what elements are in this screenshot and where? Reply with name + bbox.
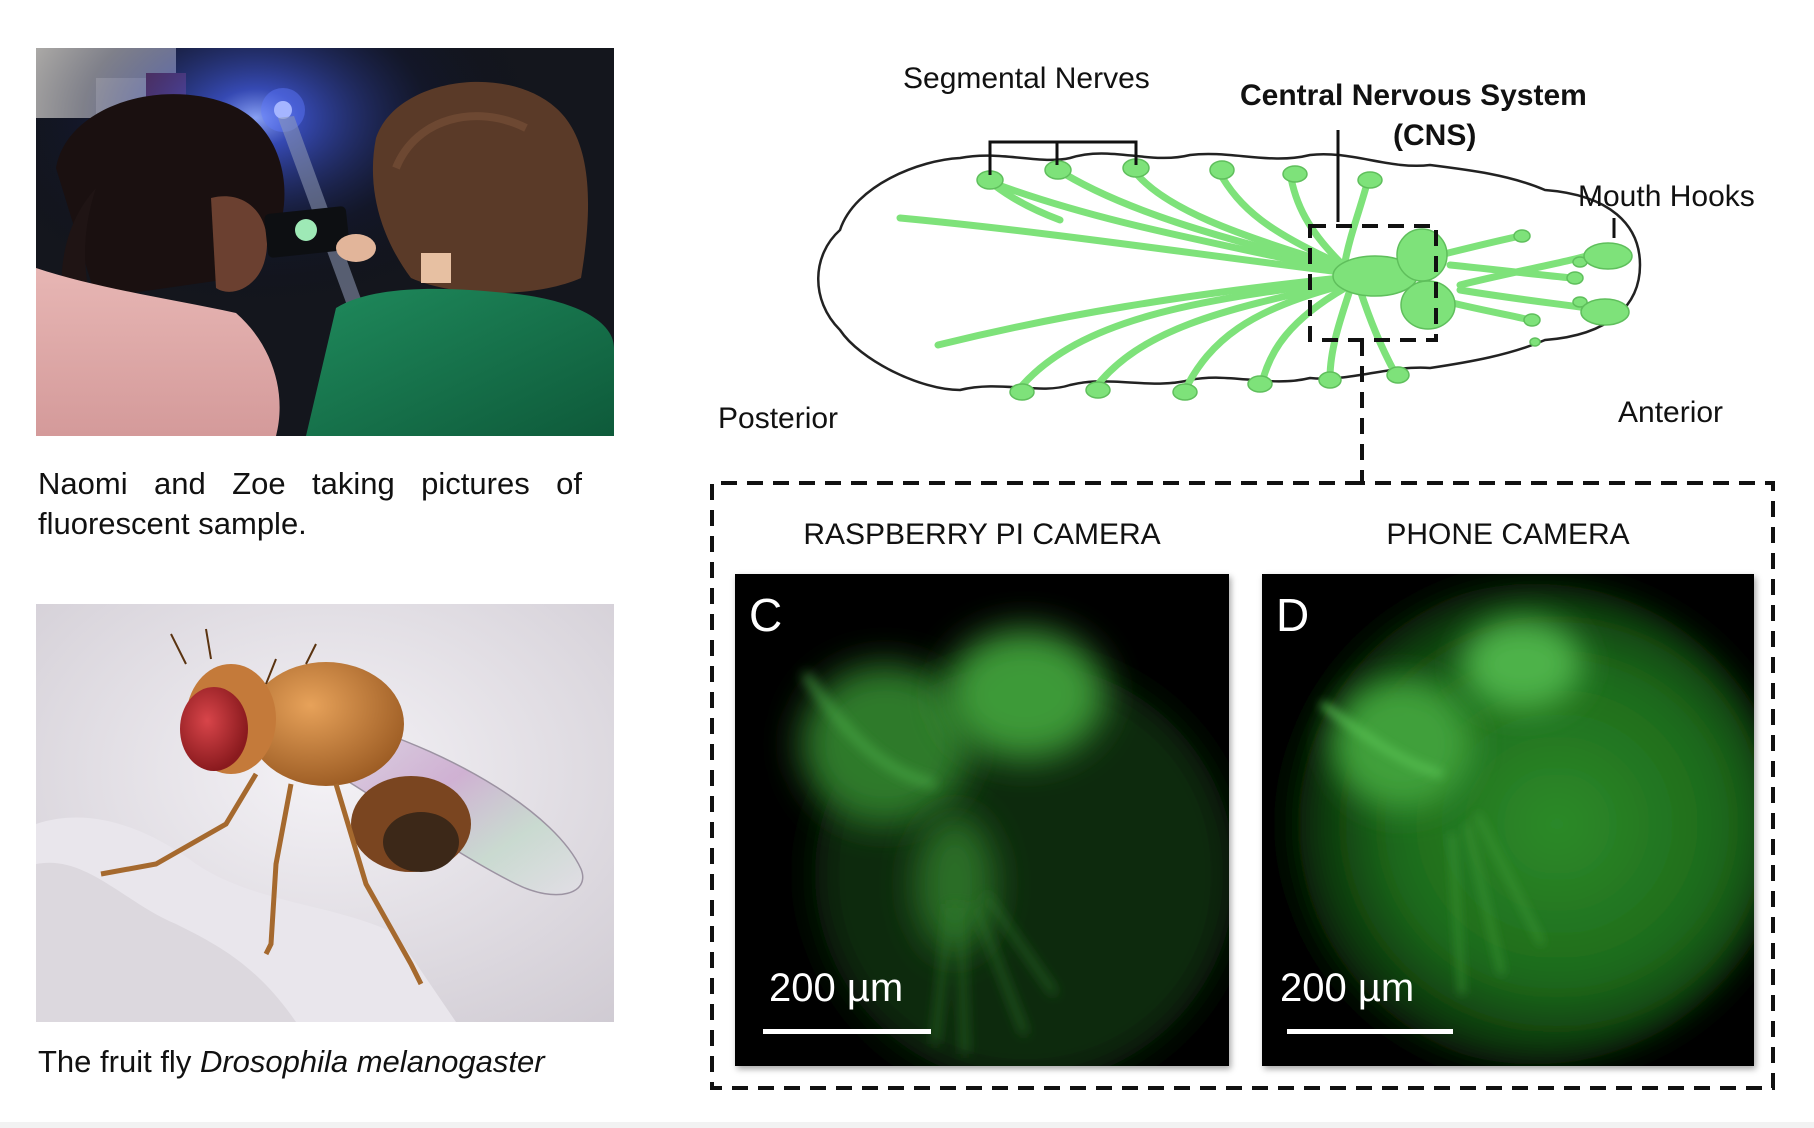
panel-letter-d: D	[1276, 589, 1310, 641]
fly-photo	[36, 604, 614, 1022]
scale-label-d: 200 µm	[1280, 966, 1415, 1010]
phone-camera-title: PHONE CAMERA	[1386, 518, 1630, 551]
posterior-label: Posterior	[718, 402, 839, 435]
lab-photo	[36, 48, 614, 436]
raspberry-pi-camera-title: RASPBERRY PI CAMERA	[803, 518, 1161, 551]
lab-photo-caption: Naomi and Zoe taking pictures of fluores…	[38, 466, 582, 541]
segmental-nerves-label: Segmental Nerves	[903, 62, 1150, 95]
scale-bar-d	[1287, 1029, 1453, 1034]
fly-caption-prefix: The fruit fly	[38, 1044, 200, 1079]
cns-label-line2: (CNS)	[1393, 119, 1477, 152]
fly-caption-species: Drosophila melanogaster	[199, 1044, 545, 1079]
mouth-hooks-label: Mouth Hooks	[1578, 180, 1755, 213]
phone-image-panel: D 200 µm	[1262, 574, 1754, 1066]
bottom-strip	[0, 1122, 1814, 1128]
raspberry-pi-image-panel: C 200 µm	[735, 574, 1229, 1066]
scale-bar-c	[763, 1029, 931, 1034]
raspberry-pi-fluorescence-image	[735, 574, 1229, 1066]
lab-photo-illustration	[36, 48, 614, 436]
fruit-fly-illustration	[36, 604, 614, 1022]
anterior-label: Anterior	[1618, 396, 1724, 429]
cns-label-line1: Central Nervous System	[1240, 79, 1587, 112]
panel-letter-c: C	[749, 589, 783, 641]
phone-fluorescence-image	[1262, 574, 1754, 1066]
scale-label-c: 200 µm	[769, 966, 904, 1010]
fly-photo-caption: The fruit fly Drosophila melanogaster	[38, 1042, 545, 1082]
